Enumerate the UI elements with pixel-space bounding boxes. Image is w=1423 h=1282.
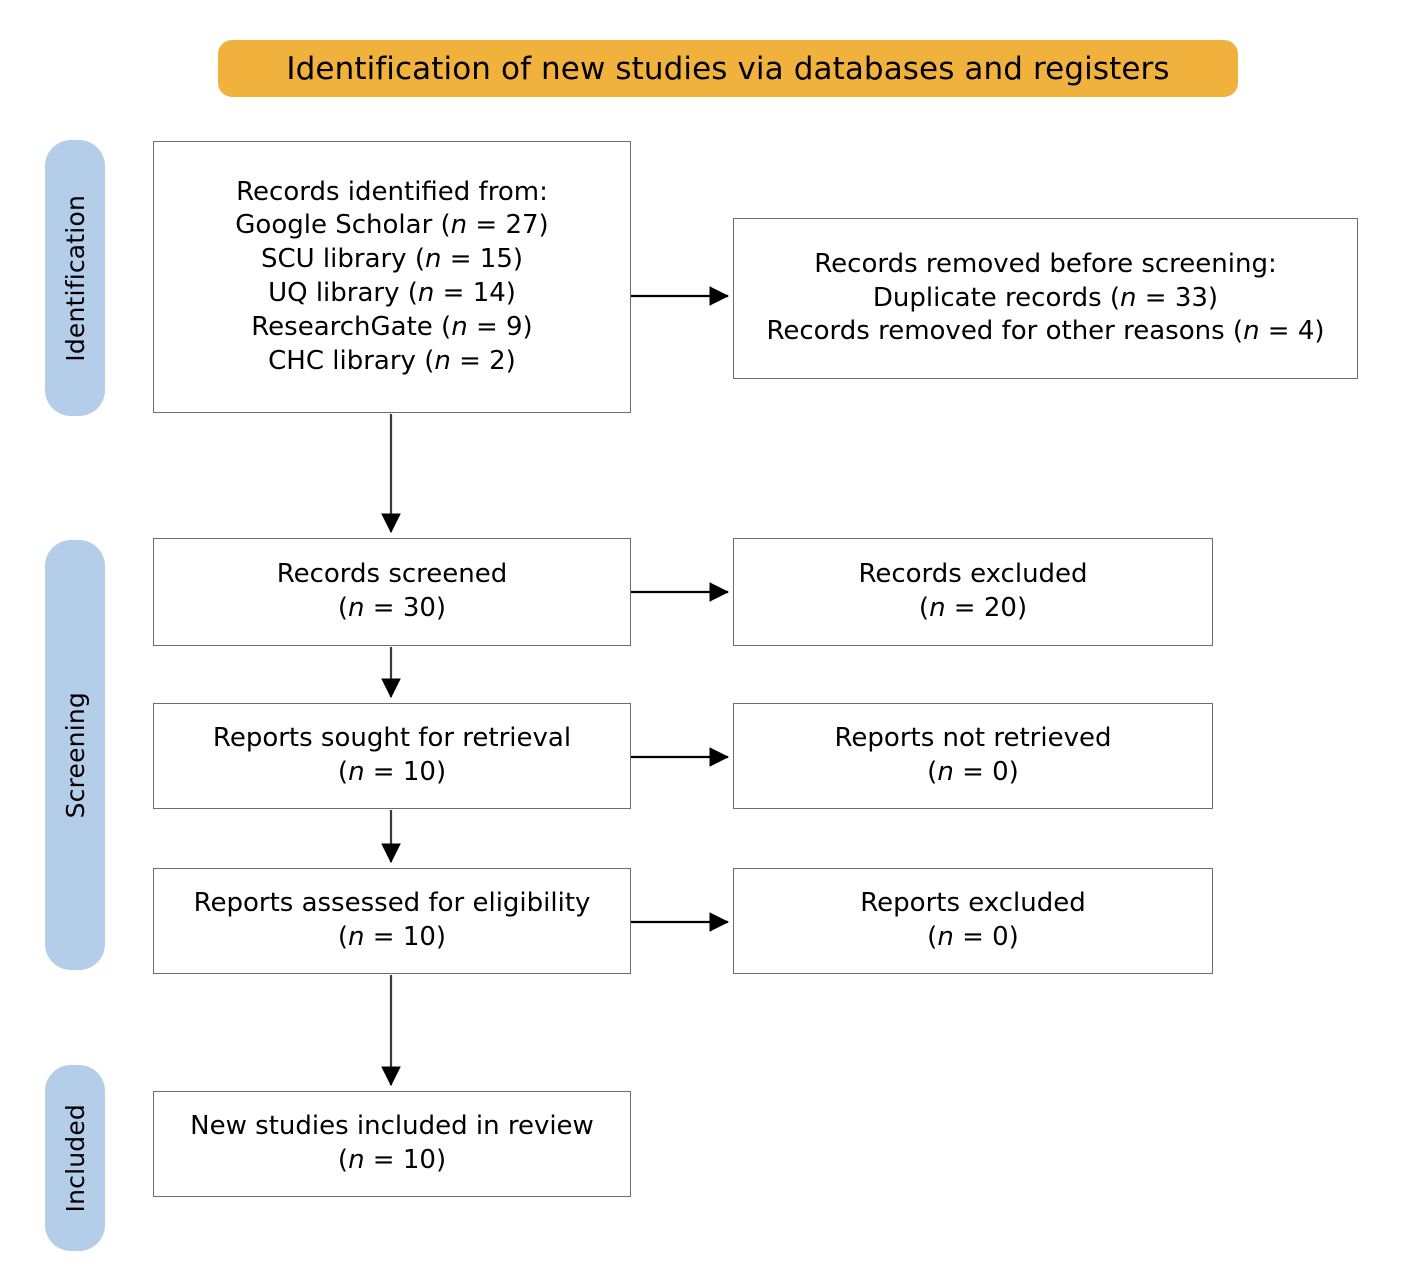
box-reports-sought-text: Reports sought for retrieval(n = 10) (212, 723, 572, 787)
box-new-studies-included-in-review: New studies included in review(n = 10) (153, 1091, 631, 1197)
box-reports-sought-for-retrieval: Reports sought for retrieval(n = 10) (153, 703, 631, 809)
box-records-screened-text: Records screened(n = 30) (276, 559, 508, 623)
box-records-identified: Records identified from:Google Scholar (… (153, 141, 631, 413)
box-records-screened: Records screened(n = 30) (153, 538, 631, 646)
box-reports-not-retrieved: Reports not retrieved(n = 0) (733, 703, 1213, 809)
page-title: Identification of new studies via databa… (286, 50, 1170, 87)
diagram-title-banner: Identification of new studies via databa… (218, 40, 1238, 97)
stage-label-identification: Identification (60, 194, 90, 362)
stage-label-included: Included (60, 1103, 90, 1213)
stage-tab-included: Included (45, 1065, 105, 1251)
box-reports-assessed-text: Reports assessed for eligibility(n = 10) (193, 888, 591, 952)
box-reports-excluded-text: Reports excluded(n = 0) (860, 888, 1086, 952)
box-reports-excluded: Reports excluded(n = 0) (733, 868, 1213, 974)
stage-tab-identification: Identification (45, 140, 105, 416)
box-reports-not-retrieved-text: Reports not retrieved(n = 0) (834, 723, 1112, 787)
box-records-excluded: Records excluded(n = 20) (733, 538, 1213, 646)
box-records-identified-text: Records identified from:Google Scholar (… (235, 176, 549, 376)
box-records-excluded-text: Records excluded(n = 20) (858, 559, 1088, 623)
box-records-removed-text: Records removed before screening:Duplica… (766, 248, 1325, 347)
box-reports-assessed-for-eligibility: Reports assessed for eligibility(n = 10) (153, 868, 631, 974)
box-new-studies-included-text: New studies included in review(n = 10) (190, 1111, 594, 1175)
stage-label-screening: Screening (60, 691, 90, 819)
box-records-removed-before-screening: Records removed before screening:Duplica… (733, 218, 1358, 379)
stage-tab-screening: Screening (45, 540, 105, 970)
